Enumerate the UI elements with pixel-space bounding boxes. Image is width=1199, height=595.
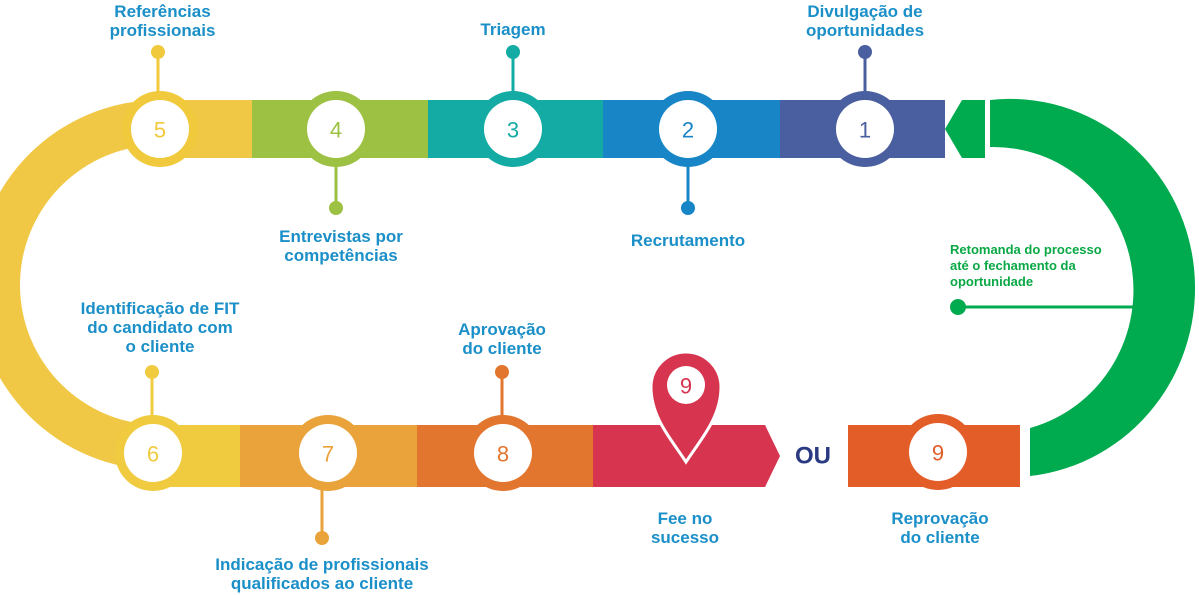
step-circle-4: 4	[298, 91, 374, 167]
connector-dot-4	[329, 201, 343, 215]
step-circle-8: 8	[465, 415, 541, 491]
failure-number: 9	[932, 441, 944, 466]
connector-dot-3	[506, 45, 520, 59]
step-number-5: 5	[154, 118, 166, 143]
step-circle-6: 6	[115, 415, 191, 491]
connector-dot-2	[681, 201, 695, 215]
step-circle-3: 3	[475, 91, 551, 167]
step-number-3: 3	[507, 118, 519, 143]
step-number-6: 6	[147, 442, 159, 467]
right-loop-arc	[990, 98, 1196, 476]
success-number: 9	[680, 374, 692, 399]
step-circle-2: 2	[650, 91, 726, 167]
left-loop-arc	[0, 100, 160, 470]
step-number-1: 1	[859, 118, 871, 143]
connector-dot-6	[145, 365, 159, 379]
step-number-2: 2	[682, 118, 694, 143]
step-label-3: Triagem	[480, 20, 546, 39]
connector-dot-5	[151, 45, 165, 59]
connector-dot-1	[858, 45, 872, 59]
step-circle-7: 7	[290, 415, 366, 491]
connector-dot-8	[495, 365, 509, 379]
step-number-7: 7	[322, 442, 334, 467]
step-circle-1: 1	[827, 91, 903, 167]
loop-arrow-head	[945, 100, 985, 158]
step-circle-failure: 9	[900, 414, 976, 490]
separator-text: OU	[795, 443, 831, 470]
connector-dot-loop	[950, 299, 966, 315]
step-number-8: 8	[497, 442, 509, 467]
connector-dot-7	[315, 531, 329, 545]
step-label-2: Recrutamento	[630, 231, 746, 250]
map-pin-icon: 9	[649, 350, 723, 465]
step-circle-5: 5	[122, 91, 198, 167]
step-number-4: 4	[330, 118, 342, 143]
